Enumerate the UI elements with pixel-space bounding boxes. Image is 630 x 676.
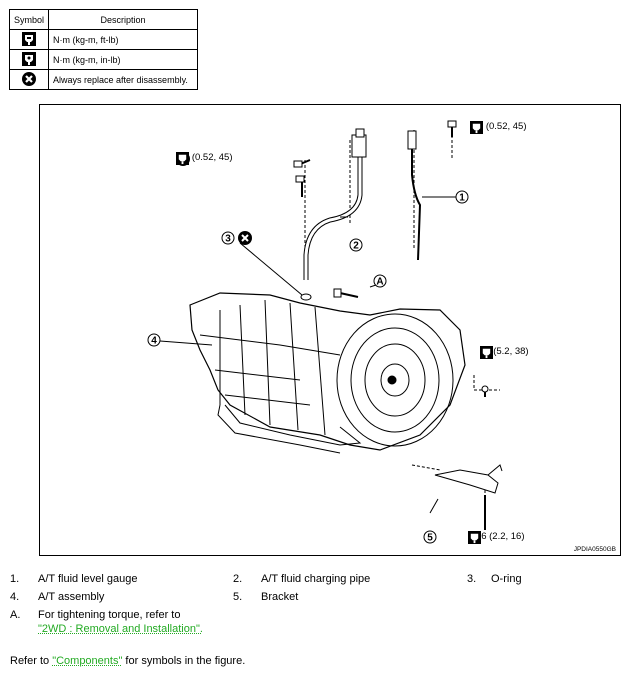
torque-wrench-icon — [176, 152, 189, 165]
removal-installation-link[interactable]: "2WD : Removal and Installation". — [38, 623, 203, 635]
symbol-header: Symbol — [8, 9, 50, 30]
torque-value: 5.1 (0.52, 45) — [470, 121, 527, 132]
legend-number: 2. — [233, 573, 243, 585]
symbol-description: N·m (kg-m, ft-lb) — [48, 29, 199, 50]
refer-prefix: Refer to — [10, 655, 53, 667]
legend-label: For tightening torque, refer to — [38, 609, 181, 621]
removal-installation-link-text[interactable]: "2WD : Removal and Installation". — [38, 623, 203, 635]
transmission-diagram: 5.1 (0.52, 45) 5.1 (0.52, 45) 51 (5.2, 3… — [39, 104, 621, 556]
symbol-description: N·m (kg-m, in-lb) — [48, 49, 199, 70]
legend-number: A. — [10, 609, 21, 621]
refer-note: Refer to "Components" for symbols in the… — [10, 655, 245, 667]
torque-value: 51 (5.2, 38) — [480, 346, 529, 357]
legend-label: Bracket — [261, 591, 299, 603]
legend-label: O-ring — [491, 573, 522, 585]
description-header: Description — [48, 9, 199, 30]
bolt-torque-left: 5.1 (0.52, 45) — [176, 152, 233, 166]
refer-suffix: for symbols in the figure. — [122, 655, 246, 667]
torque-wrench-icon — [470, 121, 483, 134]
torque-value: 5.1 (0.52, 45) — [176, 152, 233, 163]
legend-label: A/T fluid charging pipe — [261, 573, 371, 585]
symbol-description: Always replace after disassembly. — [48, 69, 199, 90]
side-bolt-torque: 51 (5.2, 38) — [480, 346, 529, 359]
torque-wrench-inlb-icon — [8, 49, 50, 70]
diagram-drawing — [189, 120, 503, 530]
legend-label: A/T assembly — [38, 591, 105, 603]
figure-code: JPDIA0550GB — [573, 546, 616, 553]
bolt-torque-right: 5.1 (0.52, 45) — [470, 121, 527, 134]
legend-number: 5. — [233, 591, 243, 603]
torque-value: 21.6 (2.2, 16) — [468, 531, 525, 542]
always-replace-icon — [8, 69, 50, 90]
torque-wrench-icon — [480, 346, 493, 359]
legend-number: 1. — [10, 573, 20, 585]
components-link[interactable]: "Components" — [52, 655, 123, 667]
legend-number: 3. — [467, 573, 477, 585]
symbol-table: Symbol Description N·m (kg-m, ft-lb) N·m… — [8, 9, 199, 90]
torque-wrench-icon — [8, 29, 50, 50]
torque-wrench-icon — [468, 531, 481, 544]
legend-number: 4. — [10, 591, 20, 603]
legend-label: A/T fluid level gauge — [38, 573, 138, 585]
bottom-bolt-torque: 21.6 (2.2, 16) — [468, 531, 525, 544]
